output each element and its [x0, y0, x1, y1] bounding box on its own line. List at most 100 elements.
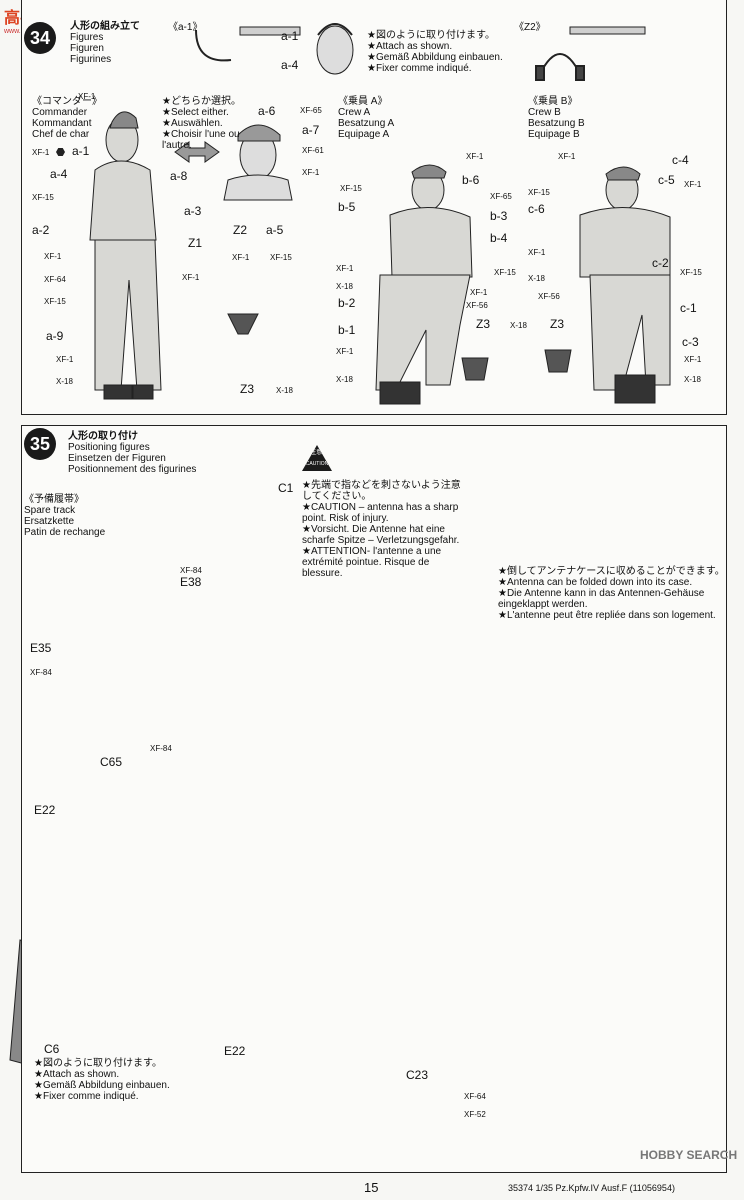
- crew-b-fr: Equipage B: [528, 129, 580, 140]
- step-34-badge: 34: [24, 22, 56, 54]
- part-b3: b-3: [490, 209, 508, 223]
- attach-note-fr: ★Fixer comme indiqué.: [367, 63, 472, 74]
- color-x18-ca: X-18: [336, 282, 353, 291]
- step-34-title-jp: 人形の組み立て: [70, 21, 140, 32]
- color-x18-z3-ca: X-18: [510, 321, 527, 330]
- part-a5: a-5: [266, 223, 284, 237]
- step-35-title: 人形の取り付け Positioning figures Einsetzen de…: [68, 431, 196, 475]
- color-xf15-a5: XF-15: [270, 253, 292, 262]
- crew-b-de: Besatzung B: [528, 118, 585, 129]
- select-jp: ★どちらか選択。: [162, 96, 241, 107]
- color-xf1-ca-top: XF-1: [466, 152, 484, 161]
- part-a6: a-6: [258, 104, 276, 118]
- color-xf52-c23: XF-52: [464, 1110, 486, 1119]
- headphones-z2: [535, 26, 646, 81]
- commander-fr: Chef de char: [32, 129, 90, 140]
- part-c23: C23: [406, 1068, 429, 1082]
- part-c5: c-5: [658, 173, 675, 187]
- color-xf1-ca-low: XF-1: [336, 347, 354, 356]
- color-x18-cb: X-18: [528, 274, 545, 283]
- fold-en: ★Antenna can be folded down into its cas…: [498, 577, 693, 588]
- color-xf15-cb: XF-15: [528, 188, 550, 197]
- attach-note-jp: ★図のように取り付けます。: [367, 30, 495, 41]
- part-b6: b-6: [462, 173, 480, 187]
- spare-track-fr: Patin de rechange: [24, 527, 106, 538]
- step-34-title: 人形の組み立て Figures Figuren Figurines: [70, 21, 140, 65]
- part-a7: a-7: [302, 123, 320, 137]
- color-xf15-cmdr-2: XF-15: [44, 297, 66, 306]
- color-xf1-cmdr-a2: XF-1: [44, 252, 62, 261]
- color-xf64-cmdr: XF-64: [44, 275, 66, 284]
- color-xf15-ca: XF-15: [340, 184, 362, 193]
- color-xf1-cmdr-z1: XF-1: [182, 273, 200, 282]
- step-34-title-de: Figuren: [70, 43, 104, 54]
- step-35-title-jp: 人形の取り付け: [68, 431, 138, 442]
- part-e22-bottom: E22: [224, 1044, 246, 1058]
- commander-label: 《コマンダー》 Commander Kommandant Chef de cha…: [32, 96, 102, 140]
- z2-header: 《Z2》: [514, 22, 546, 33]
- a1-header: 《a-1》: [168, 22, 203, 33]
- spare-track-en: Spare track: [24, 505, 76, 516]
- color-xf84-e35: XF-84: [30, 668, 52, 677]
- color-xf1-ca-mid: XF-1: [336, 264, 354, 273]
- headset-detail-a1: [195, 23, 354, 75]
- spare-track-label: 《予備履帯》 Spare track Ersatzkette Patin de …: [24, 494, 105, 538]
- caution-fr3: blessure.: [302, 568, 343, 579]
- caution-icon-jp: 注意!: [310, 450, 324, 456]
- color-xf1-cb-c6: XF-1: [528, 248, 546, 257]
- crew-b-en: Crew B: [528, 107, 561, 118]
- page-number: 15: [364, 1180, 379, 1195]
- step35-attach-jp: ★図のように取り付けます。: [34, 1058, 162, 1069]
- crew-a-fr: Equipage A: [338, 129, 390, 140]
- part-z1: Z1: [188, 236, 203, 250]
- part-a4: a-4: [50, 167, 68, 181]
- product-code: 35374 1/35 Pz.Kpfw.IV Ausf.F (11056954): [508, 1183, 675, 1193]
- crew-a-en: Crew A: [338, 107, 371, 118]
- select-arrows: [174, 141, 220, 163]
- step-35-panel: [21, 425, 727, 1173]
- color-xf84-c65: XF-84: [150, 744, 172, 753]
- color-x18-ca-low: X-18: [336, 375, 353, 384]
- caution-en1: ★CAUTION – antenna has a sharp: [302, 502, 459, 513]
- part-z3-cmdr: Z3: [240, 382, 255, 396]
- attach-note-de: ★Gemäß Abbildung einbauen.: [367, 52, 503, 63]
- select-fr1: ★Choisir l'une ou: [162, 129, 240, 140]
- color-xf1-z2: XF-1: [232, 253, 250, 262]
- part-z3-ca: Z3: [476, 317, 491, 331]
- commander-jp: 《コマンダー》: [32, 96, 102, 107]
- color-x18-cmdr: X-18: [56, 377, 73, 386]
- color-xf56-cb: XF-56: [538, 292, 560, 301]
- part-a1-top: a-1: [281, 29, 299, 43]
- color-xf15-cb-2: XF-15: [680, 268, 702, 277]
- part-z2: Z2: [233, 223, 248, 237]
- fold-de2: eingeklappt werden.: [498, 599, 588, 610]
- fold-de1: ★Die Antenne kann in das Antennen-Gehäus…: [498, 588, 705, 599]
- color-x18-cb-low: X-18: [684, 375, 701, 384]
- brand-watermark: HOBBY SEARCH: [640, 1148, 738, 1162]
- color-xf1-ca-b: XF-1: [470, 288, 488, 297]
- crew-a-figure: [375, 164, 473, 405]
- caution-en2: point. Risk of injury.: [302, 513, 389, 524]
- select-en: ★Select either.: [162, 107, 229, 118]
- caution-jp2: してください。: [302, 491, 372, 502]
- part-e22-top: E22: [34, 803, 56, 817]
- part-c65: C65: [100, 755, 123, 769]
- part-b2: b-2: [338, 296, 356, 310]
- part-e38: E38: [180, 575, 202, 589]
- part-a1: a-1: [72, 144, 90, 158]
- part-c6: C6: [44, 1042, 60, 1056]
- color-xf1-cmdr-a1: XF-1: [32, 148, 50, 157]
- step-35-badge: 35: [24, 428, 56, 460]
- select-de: ★Auswählen.: [162, 118, 223, 129]
- part-b5: b-5: [338, 200, 356, 214]
- commander-de: Kommandant: [32, 118, 92, 129]
- select-fr2: l'autre.: [162, 140, 192, 151]
- step-35-title-de: Einsetzen der Figuren: [68, 453, 166, 464]
- color-xf1-alt: XF-1: [302, 168, 320, 177]
- part-a2: a-2: [32, 223, 50, 237]
- color-xf84-e38: XF-84: [180, 566, 202, 575]
- caution-icon-en: CAUTION: [305, 461, 329, 467]
- caution-note: ★先端で指などを刺さないよう注意 してください。 ★CAUTION – ante…: [302, 480, 461, 579]
- hand-details: [227, 313, 572, 381]
- crew-a-de: Besatzung A: [338, 118, 395, 129]
